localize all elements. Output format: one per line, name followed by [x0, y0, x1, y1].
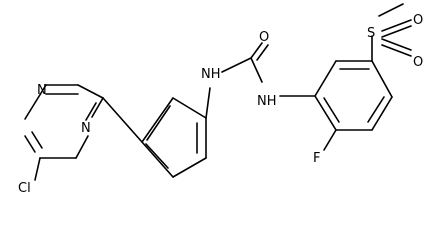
- bond: [314, 95, 337, 131]
- bond: [75, 135, 89, 159]
- bond: [381, 44, 412, 57]
- bond: [85, 102, 97, 121]
- bond: [172, 97, 207, 119]
- bond: [221, 57, 252, 73]
- bond: [24, 84, 47, 120]
- bond: [172, 157, 207, 178]
- chemical-structure: N N Cl NH O NH F S O O: [18, 3, 423, 196]
- atom-label-f: F: [313, 151, 320, 166]
- bond: [145, 143, 169, 169]
- phenyl-ring-central: [141, 97, 207, 178]
- bond: [381, 19, 412, 32]
- bond: [323, 97, 340, 123]
- bond: [250, 42, 263, 59]
- bond: [256, 44, 269, 61]
- bond: [141, 141, 174, 178]
- bond: [91, 97, 104, 118]
- bond: [77, 84, 104, 99]
- bond: [314, 60, 337, 97]
- atom-label-nh: NH: [257, 94, 277, 109]
- bond: [34, 157, 41, 181]
- bond: [250, 57, 263, 83]
- pyrimidine-ring: [24, 84, 104, 181]
- atom-label-o: O: [259, 30, 269, 45]
- bond: [371, 96, 393, 131]
- bond: [367, 96, 385, 123]
- atom-label-s: S: [367, 26, 375, 41]
- atom-label-cl: Cl: [18, 181, 31, 196]
- atom-label-nh: NH: [201, 67, 221, 82]
- atom-label-o: O: [413, 55, 423, 70]
- bond: [102, 97, 143, 143]
- atom-label-n: N: [37, 83, 47, 98]
- bond: [381, 38, 412, 51]
- bond: [205, 87, 211, 119]
- bond: [378, 3, 404, 17]
- bond: [31, 131, 43, 149]
- bond: [146, 105, 171, 141]
- atom-label-n: N: [81, 121, 91, 136]
- atom-label-o: O: [413, 13, 423, 28]
- bond: [323, 129, 337, 151]
- bond: [381, 25, 412, 38]
- bond: [141, 97, 174, 143]
- phenyl-ring-right: [279, 60, 393, 151]
- bond: [24, 135, 36, 153]
- bond: [371, 60, 393, 98]
